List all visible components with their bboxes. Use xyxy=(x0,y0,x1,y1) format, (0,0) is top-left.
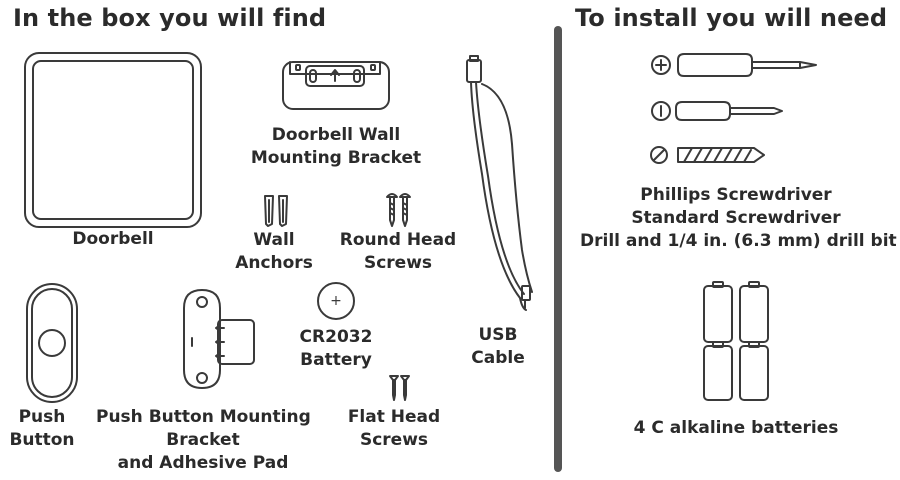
battery-plus-symbol: + xyxy=(330,293,342,309)
flat-head-screws-icon xyxy=(389,375,410,401)
push-button-label: Push Button xyxy=(9,407,75,450)
round-head-screws-label: Round Head Screws xyxy=(339,230,457,273)
phillips-screwdriver-icon xyxy=(651,53,817,77)
push-button-bracket-label: Push Button Mounting Bracket and Adhesiv… xyxy=(96,407,311,473)
round-head-screws-icon xyxy=(386,193,411,227)
wall-bracket-icon xyxy=(282,61,390,110)
coin-battery-icon: + xyxy=(317,282,355,320)
battery-label: CR2032 Battery xyxy=(299,327,373,370)
c-batteries-icon xyxy=(703,281,769,401)
wall-anchors-label: Wall Anchors xyxy=(235,230,313,273)
section-divider xyxy=(554,26,562,472)
drill-bit-icon xyxy=(650,146,765,164)
usb-cable-icon xyxy=(466,55,533,311)
wall-bracket-label: Doorbell Wall Mounting Bracket xyxy=(250,125,422,168)
tools-label: Phillips Screwdriver Standard Screwdrive… xyxy=(580,185,897,251)
push-button-bracket-icon xyxy=(183,289,255,389)
push-button-icon xyxy=(26,283,78,403)
flat-head-screws-label: Flat Head Screws xyxy=(347,407,441,450)
install-requirements-heading: To install you will need xyxy=(575,4,888,32)
doorbell-icon xyxy=(24,52,202,228)
wall-anchors-icon xyxy=(264,195,288,227)
batteries-label: 4 C alkaline batteries xyxy=(633,418,839,438)
box-contents-heading: In the box you will find xyxy=(13,4,327,32)
doorbell-label: Doorbell xyxy=(72,229,154,249)
standard-screwdriver-icon xyxy=(651,101,783,121)
usb-cable-label: USB Cable xyxy=(471,325,525,368)
